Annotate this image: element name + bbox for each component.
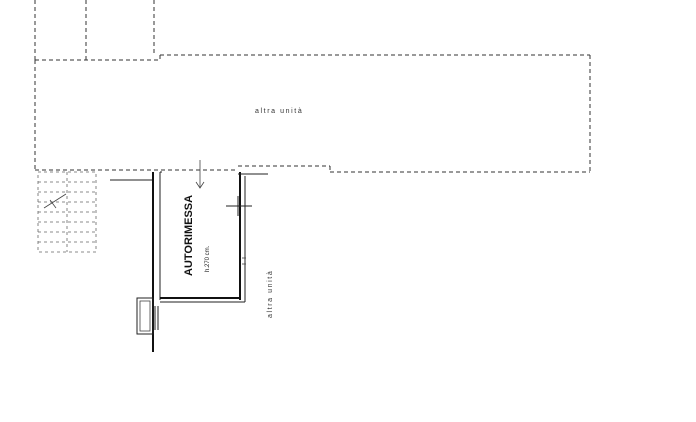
section-arrow-icon <box>195 160 205 189</box>
upper-left-unit-outline <box>34 0 160 61</box>
room-height-label: h.270 cm. <box>205 245 211 272</box>
other-unit-side-label: altra unità <box>267 270 274 318</box>
room-name-label: AUTORIMESSA <box>183 195 195 276</box>
other-unit-top-outline <box>34 54 591 173</box>
lower-annex <box>136 297 159 335</box>
door-mark <box>226 196 252 216</box>
stair-outline <box>37 171 97 253</box>
other-unit-top-label: altra unità <box>255 108 303 115</box>
